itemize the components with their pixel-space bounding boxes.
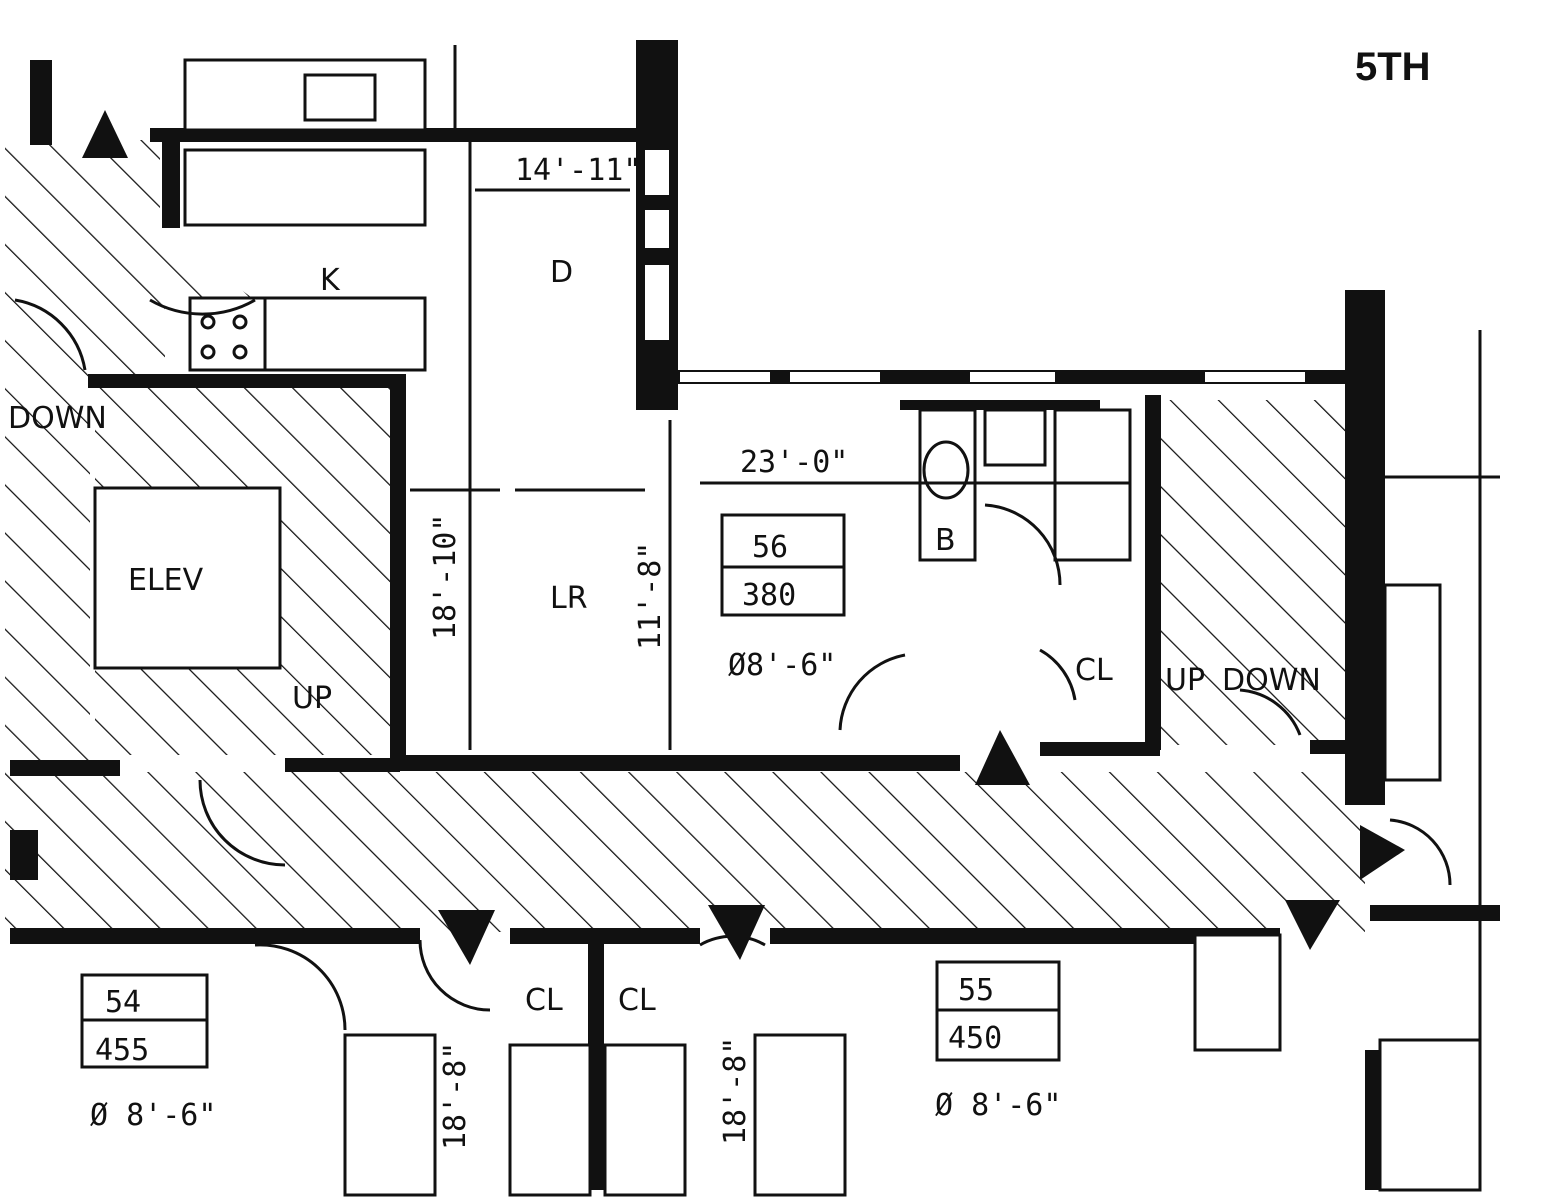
dining-width-dimension: 14'-11" <box>515 153 641 188</box>
stair-label-up: UP <box>292 681 332 716</box>
room-label-bath: B <box>935 523 956 558</box>
unit-area: 455 <box>95 1033 149 1068</box>
fixtures <box>14 45 1500 1197</box>
unit-number: 54 <box>105 985 141 1020</box>
hatched-common-areas <box>5 140 1365 932</box>
entry-arrow-icon <box>1285 900 1340 950</box>
lr-depth-dimension: 18'-10" <box>428 514 463 640</box>
room-label-closet: CL <box>1075 653 1113 688</box>
unit-ceiling-height: Ø 8'-6" <box>90 1098 216 1133</box>
unit-55-tag: 55 450 Ø 8'-6" <box>935 960 1061 1123</box>
room-label-closet: CL <box>618 983 656 1018</box>
entry-arrow-icon <box>708 905 765 960</box>
unit-54-tag: 54 455 Ø 8'-6" <box>80 973 216 1133</box>
lr-width-dimension: 23'-0" <box>740 445 848 480</box>
room-label-kitchen: K <box>320 263 341 298</box>
entry-arrow-icon <box>1360 825 1405 880</box>
room-label-elevator: ELEV <box>128 563 204 598</box>
entry-arrow-icon <box>438 910 495 965</box>
stair-label-up: UP <box>1165 663 1205 698</box>
entry-markers <box>82 110 1405 965</box>
unit-number: 56 <box>752 530 788 565</box>
room-label-dining: D <box>550 255 573 290</box>
entry-arrow-icon <box>82 110 128 158</box>
stair-label-down: DOWN <box>1222 663 1321 698</box>
unit-56-tag: 56 380 Ø8'-6" <box>720 513 846 683</box>
unit-ceiling-height: Ø8'-6" <box>728 648 836 683</box>
entry-arrow-icon <box>975 730 1030 785</box>
walls <box>10 40 1500 1190</box>
unit-number: 55 <box>958 973 994 1008</box>
unit-55-depth-dimension: 18'-8" <box>718 1037 753 1145</box>
unit-area: 380 <box>742 578 796 613</box>
room-label-living: LR <box>550 581 588 616</box>
unit-54-depth-dimension: 18'-8" <box>438 1042 473 1150</box>
stair-label-down: DOWN <box>8 401 107 436</box>
unit-area: 450 <box>948 1021 1002 1056</box>
floor-label: 5TH <box>1355 45 1431 89</box>
room-label-closet: CL <box>525 983 563 1018</box>
unit-ceiling-height: Ø 8'-6" <box>935 1088 1061 1123</box>
lr-depth2-dimension: 11'-8" <box>633 542 668 650</box>
